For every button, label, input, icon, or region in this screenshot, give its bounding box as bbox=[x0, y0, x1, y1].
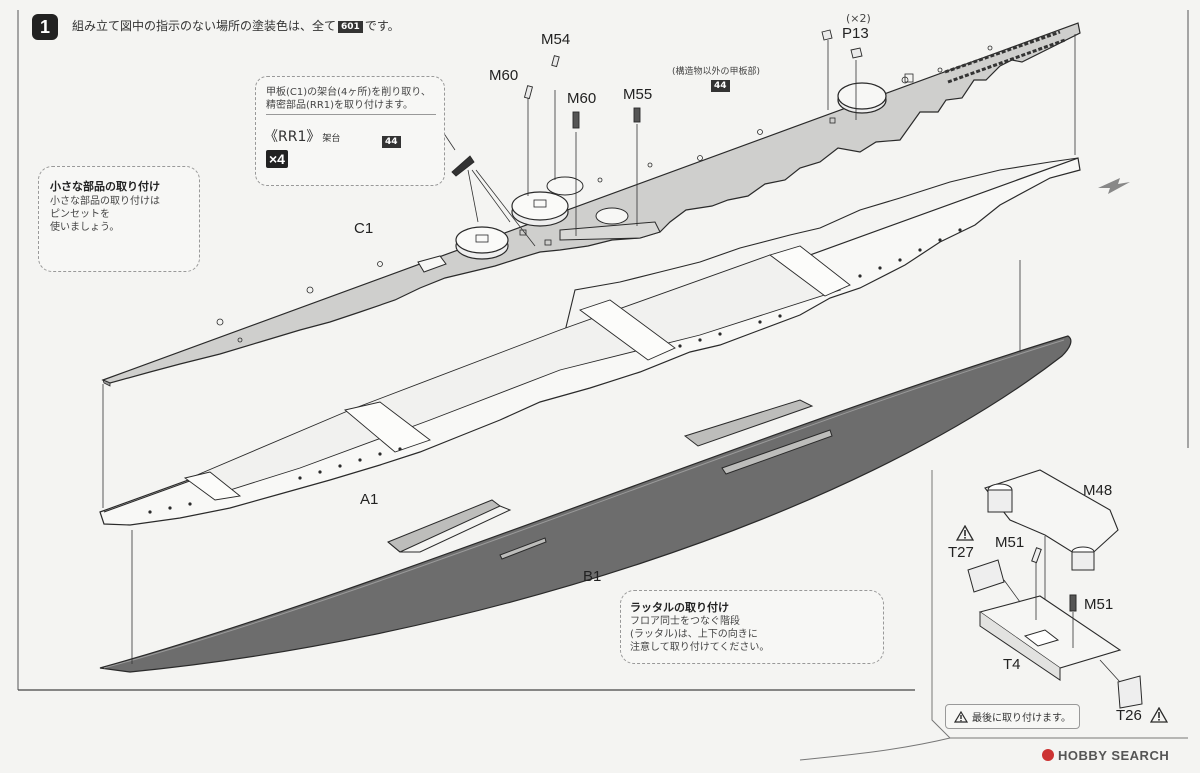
rr1-part-label: 《RR1》架台 bbox=[264, 126, 340, 146]
hull-a1 bbox=[99, 157, 1081, 526]
deck-callout-line1: 甲板(C1)の架台(4ヶ所)を削り取り、 bbox=[266, 87, 431, 98]
label-c1: C1 bbox=[354, 220, 374, 237]
instruction-text-post: です。 bbox=[364, 19, 400, 33]
deck-area-color-code: 44 bbox=[711, 80, 730, 92]
small-parts bbox=[129, 29, 863, 251]
rr1-part-desc: 架台 bbox=[322, 134, 341, 144]
label-m60-b: M60 bbox=[567, 90, 597, 107]
watermark-text: HOBBY SEARCH bbox=[1058, 748, 1170, 763]
watermark: HOBBY SEARCH bbox=[1042, 748, 1169, 763]
deck-callout-line2: 精密部品(RR1)を取り付けます。 bbox=[266, 100, 414, 111]
label-m48: M48 bbox=[1083, 482, 1113, 499]
label-m60-a: M60 bbox=[489, 67, 519, 84]
guide-lines bbox=[102, 34, 1076, 664]
inset-subassembly bbox=[799, 469, 1188, 761]
label-m55: M55 bbox=[623, 86, 653, 103]
rr1-color-code: 44 bbox=[382, 136, 401, 148]
instruction-text-pre: 組み立て図中の指示のない場所の塗装色は、全て bbox=[72, 19, 337, 33]
small-parts-title: 小さな部品の取り付け bbox=[50, 180, 160, 193]
label-m51-a: M51 bbox=[995, 534, 1025, 551]
label-b1: B1 bbox=[583, 568, 602, 585]
step-number-badge: 1 bbox=[32, 14, 58, 40]
t27-warning-icon bbox=[956, 525, 974, 541]
ladder-note-line3: 注意して取り付けてください。 bbox=[630, 642, 770, 653]
paint-code-badge: 601 bbox=[338, 21, 363, 33]
small-parts-line2: ピンセットを bbox=[50, 209, 110, 220]
small-parts-line1: 小さな部品の取り付けは bbox=[50, 196, 160, 207]
ladder-note-box bbox=[620, 590, 884, 664]
label-t27: T27 bbox=[948, 544, 974, 561]
deck-c1 bbox=[101, 22, 1081, 387]
attach-last-warning: 最後に取り付けます。 bbox=[945, 704, 1080, 729]
rr1-part-name: 《RR1》 bbox=[264, 129, 321, 145]
label-a1: A1 bbox=[360, 491, 379, 508]
watermark-logo-icon bbox=[1042, 749, 1054, 761]
small-parts-callout-box bbox=[38, 166, 200, 272]
ladder-note-title: ラッタルの取り付け bbox=[630, 601, 729, 614]
label-m54: M54 bbox=[541, 31, 571, 48]
label-p13: P13 bbox=[842, 25, 869, 42]
label-m51-b: M51 bbox=[1084, 596, 1114, 613]
direction-arrow bbox=[1098, 178, 1130, 194]
label-p13-qty: (×2) bbox=[846, 12, 871, 25]
deck-area-note: (構造物以外の甲板部) bbox=[672, 67, 761, 77]
deck-callout-divider bbox=[266, 114, 436, 115]
label-t26: T26 bbox=[1116, 707, 1142, 724]
warning-icon bbox=[953, 710, 969, 723]
rr1-multiplier: ×4 bbox=[266, 150, 288, 168]
small-parts-line3: 使いましょう。 bbox=[50, 222, 120, 233]
ladder-note-line1: フロア同士をつなぐ階段 bbox=[630, 616, 740, 627]
bottom-b1 bbox=[99, 335, 1072, 673]
label-t4: T4 bbox=[1003, 656, 1021, 673]
ladder-note-line2: (ラッタル)は、上下の向きに bbox=[630, 629, 758, 640]
t26-warning-icon bbox=[1150, 707, 1168, 723]
attach-last-text: 最後に取り付けます。 bbox=[972, 713, 1071, 724]
